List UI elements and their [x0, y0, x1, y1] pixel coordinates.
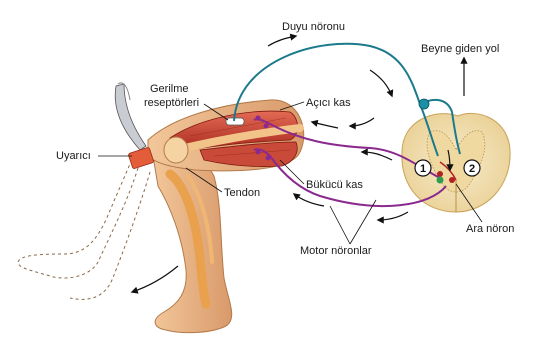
label-extensor: Açıcı kas — [306, 97, 351, 109]
label-sensory-neuron: Duyu nöronu — [282, 21, 345, 33]
label-stimulus: Uyarıcı — [56, 150, 91, 162]
leader-motor-2 — [330, 206, 350, 244]
sensory-ganglion — [419, 99, 429, 109]
leg-icon — [148, 100, 304, 333]
synapse-2-number: 2 — [469, 163, 475, 175]
label-flexor: Bükücü kas — [306, 179, 363, 191]
label-motor-neurons: Motor nöronlar — [300, 245, 372, 257]
label-to-brain: Beyne giden yol — [421, 43, 499, 55]
label-tendon: Tendon — [224, 187, 260, 199]
label-interneuron: Ara nöron — [466, 223, 514, 235]
leg-rest-outline — [18, 164, 138, 278]
label-stretch-receptors-2: reseptörleri — [144, 97, 199, 109]
synapse-1-number: 1 — [420, 163, 426, 175]
label-stretch-receptors-1: Gerilme — [150, 83, 189, 95]
kick-arrow — [132, 266, 178, 292]
leader-motor-1 — [350, 200, 376, 244]
